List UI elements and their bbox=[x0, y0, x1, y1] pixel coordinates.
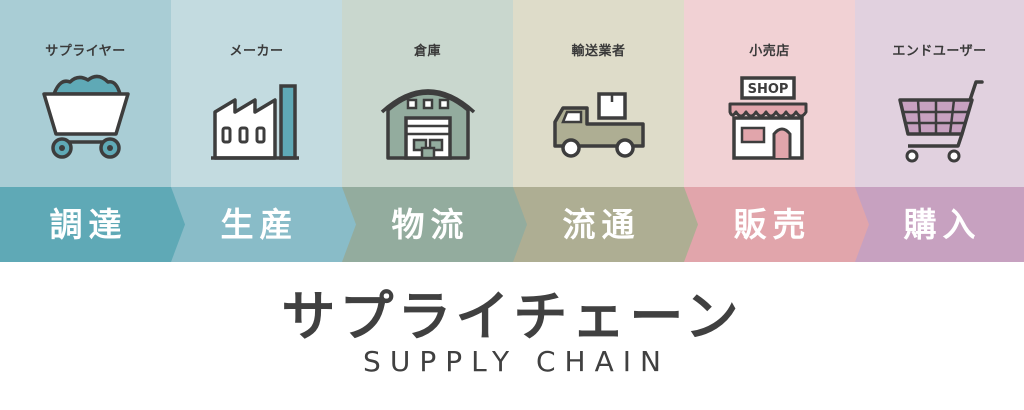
stage-actor-label: メーカー bbox=[229, 44, 284, 59]
stage-verb: 販売 bbox=[733, 205, 812, 244]
stage-band bbox=[513, 187, 684, 262]
stage-actor-label: サプライヤー bbox=[45, 44, 126, 59]
stage-verb: 物流 bbox=[391, 205, 470, 244]
mine-cart-icon bbox=[41, 74, 130, 159]
chevron-arrow bbox=[513, 187, 527, 262]
stage-header-bg bbox=[855, 0, 1024, 187]
chevron-arrow bbox=[342, 187, 356, 262]
stage-band bbox=[684, 187, 855, 262]
warehouse-icon bbox=[380, 89, 475, 160]
stage-manufacturer: メーカー 生産 bbox=[171, 0, 356, 262]
chevron-arrow bbox=[684, 187, 698, 262]
stage-actor-label: 倉庫 bbox=[413, 44, 441, 59]
stage-band bbox=[171, 187, 342, 262]
shopping-cart-icon bbox=[897, 80, 984, 163]
chevron-arrow bbox=[855, 187, 869, 262]
shop-icon: SHOP bbox=[728, 76, 807, 160]
factory-icon bbox=[210, 84, 299, 160]
stage-retailer: 小売店 SHOP 販売 bbox=[684, 0, 869, 262]
stage-band bbox=[0, 187, 171, 262]
stage-end-user: エンドユーザー 購入 bbox=[855, 0, 1024, 262]
supply-chain-stages: サプライヤー 調達 メーカー 生産 bbox=[0, 0, 1024, 262]
diagram-subtitle: SUPPLY CHAIN bbox=[363, 345, 670, 378]
stage-actor-label: 輸送業者 bbox=[571, 44, 626, 59]
stage-supplier: サプライヤー 調達 bbox=[0, 0, 185, 262]
stage-verb: 購入 bbox=[903, 205, 982, 244]
truck-icon bbox=[552, 92, 645, 158]
stage-actor-label: エンドユーザー bbox=[892, 44, 987, 59]
stage-verb: 調達 bbox=[49, 205, 128, 244]
diagram-title: サプライチェーン bbox=[281, 285, 743, 348]
stage-verb: 流通 bbox=[562, 205, 641, 244]
stage-verb: 生産 bbox=[220, 205, 299, 244]
stage-carrier: 輸送業者 流通 bbox=[513, 0, 698, 262]
shop-sign-text: SHOP bbox=[747, 82, 788, 97]
stage-band bbox=[342, 187, 513, 262]
stage-warehouse: 倉庫 物流 bbox=[342, 0, 527, 262]
stage-band bbox=[855, 187, 1024, 262]
stage-actor-label: 小売店 bbox=[749, 44, 790, 59]
chevron-arrow bbox=[171, 187, 185, 262]
